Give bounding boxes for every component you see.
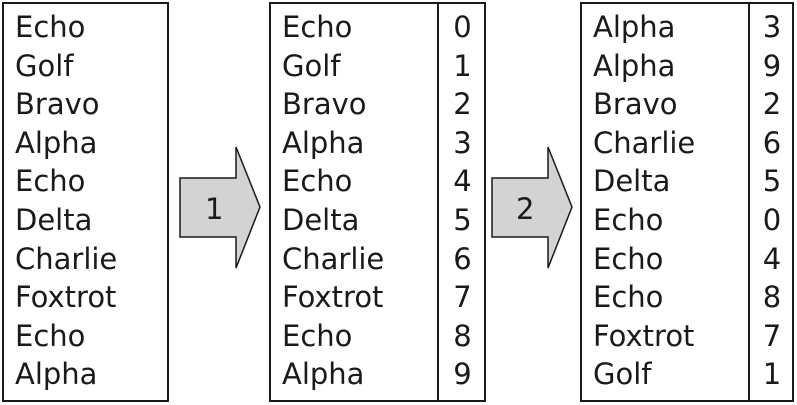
list-item: Echo bbox=[15, 164, 86, 199]
indexed-names-column: Echo Golf Bravo Alpha Echo Delta Charlie… bbox=[271, 4, 448, 400]
list-item: Alpha bbox=[15, 357, 98, 392]
sorted-index-column: 3 9 2 6 5 0 4 8 7 1 bbox=[748, 4, 794, 400]
index-cell: 2 bbox=[453, 87, 472, 122]
index-cell: 6 bbox=[453, 241, 472, 276]
index-cell: 3 bbox=[453, 125, 472, 160]
initial-list-box: Echo Golf Bravo Alpha Echo Delta Charlie… bbox=[2, 2, 169, 402]
index-cell: 9 bbox=[453, 357, 472, 392]
index-cell: 5 bbox=[453, 202, 472, 237]
index-cell: 4 bbox=[453, 164, 472, 199]
list-item: Foxtrot bbox=[282, 280, 384, 315]
list-item: Echo bbox=[282, 164, 353, 199]
list-item: Foxtrot bbox=[593, 318, 695, 353]
index-cell: 6 bbox=[762, 125, 782, 160]
index-cell: 8 bbox=[453, 318, 472, 353]
step-1-arrow bbox=[179, 146, 261, 269]
arrow-right-icon bbox=[491, 146, 573, 269]
list-item: Alpha bbox=[282, 357, 365, 392]
index-cell: 1 bbox=[453, 48, 472, 83]
index-cell: 1 bbox=[762, 357, 782, 392]
list-item: Charlie bbox=[15, 241, 118, 276]
list-item: Echo bbox=[282, 318, 353, 353]
indexed-index-column: 0 1 2 3 4 5 6 7 8 9 bbox=[437, 4, 486, 400]
list-item: Delta bbox=[593, 164, 671, 199]
list-item: Echo bbox=[593, 241, 664, 276]
step-2-label: 2 bbox=[516, 192, 535, 226]
index-cell: 5 bbox=[762, 164, 782, 199]
sorted-names-column: Alpha Alpha Bravo Charlie Delta Echo Ech… bbox=[582, 4, 759, 400]
list-item: Golf bbox=[593, 357, 652, 392]
list-item: Alpha bbox=[15, 125, 98, 160]
list-item: Golf bbox=[15, 48, 74, 83]
index-cell: 7 bbox=[453, 280, 472, 315]
list-item: Echo bbox=[282, 10, 353, 44]
indexed-list-box: Echo Golf Bravo Alpha Echo Delta Charlie… bbox=[269, 2, 486, 402]
index-cell: 8 bbox=[762, 280, 782, 315]
list-item: Alpha bbox=[593, 10, 676, 44]
list-item: Delta bbox=[15, 202, 93, 237]
list-item: Echo bbox=[15, 10, 86, 44]
list-item: Charlie bbox=[282, 241, 385, 276]
list-item: Charlie bbox=[593, 125, 696, 160]
list-item: Alpha bbox=[282, 125, 365, 160]
index-cell: 2 bbox=[762, 87, 782, 122]
list-item: Foxtrot bbox=[15, 280, 117, 315]
index-cell: 3 bbox=[762, 10, 782, 44]
list-item: Alpha bbox=[593, 48, 676, 83]
index-cell: 4 bbox=[762, 241, 782, 276]
index-cell: 0 bbox=[762, 202, 782, 237]
list-item: Delta bbox=[282, 202, 360, 237]
list-item: Bravo bbox=[282, 87, 367, 122]
list-item: Echo bbox=[593, 280, 664, 315]
list-item: Echo bbox=[593, 202, 664, 237]
sorted-list-box: Alpha Alpha Bravo Charlie Delta Echo Ech… bbox=[580, 2, 794, 402]
initial-names-column: Echo Golf Bravo Alpha Echo Delta Charlie… bbox=[4, 4, 117, 400]
list-item: Echo bbox=[15, 318, 86, 353]
step-2-arrow bbox=[491, 146, 573, 269]
arrow-right-icon bbox=[179, 146, 261, 269]
index-cell: 7 bbox=[762, 318, 782, 353]
list-item: Bravo bbox=[593, 87, 678, 122]
list-item: Bravo bbox=[15, 87, 100, 122]
index-cell: 9 bbox=[762, 48, 782, 83]
step-1-label: 1 bbox=[205, 192, 224, 226]
list-item: Golf bbox=[282, 48, 341, 83]
index-cell: 0 bbox=[453, 10, 472, 44]
